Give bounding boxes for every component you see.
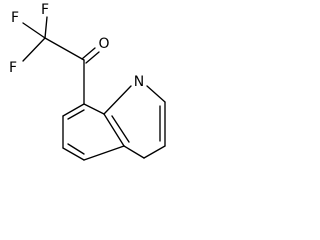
bond-cf3-carbonyl [44, 37, 85, 61]
atom-label-f1: F [11, 10, 19, 26]
bond-c6-c5-inner [67, 143, 85, 155]
atom-label-f3: F [9, 60, 17, 76]
bond-c-f1 [22, 22, 46, 39]
atom-label-f2: F [41, 2, 49, 18]
bond-c4-c4a [123, 145, 145, 159]
bond-n-c2 [146, 85, 166, 103]
bond-c5-c4a [83, 145, 125, 161]
atom-label-o: O [98, 36, 109, 52]
bond-c8-c7 [62, 103, 85, 117]
bond-c3-c4 [143, 145, 166, 159]
bond-c-f2 [44, 16, 48, 39]
bond-c8-c7-inner [67, 109, 85, 120]
atom-label-n: N [134, 74, 144, 90]
bond-c-f3 [22, 37, 46, 62]
bond-carbonyl-o-1 [81, 47, 96, 60]
bond-c4a-c8a [103, 113, 125, 147]
chemical-structure-diagram: F F F O N [9, 2, 166, 161]
bond-c4a-c8a-inner [111, 115, 130, 143]
bond-carbonyl-o-2 [85, 51, 100, 64]
bond-c8-c8a [83, 103, 105, 115]
bond-c6-c5 [62, 147, 85, 161]
bond-c8a-n [103, 85, 132, 115]
